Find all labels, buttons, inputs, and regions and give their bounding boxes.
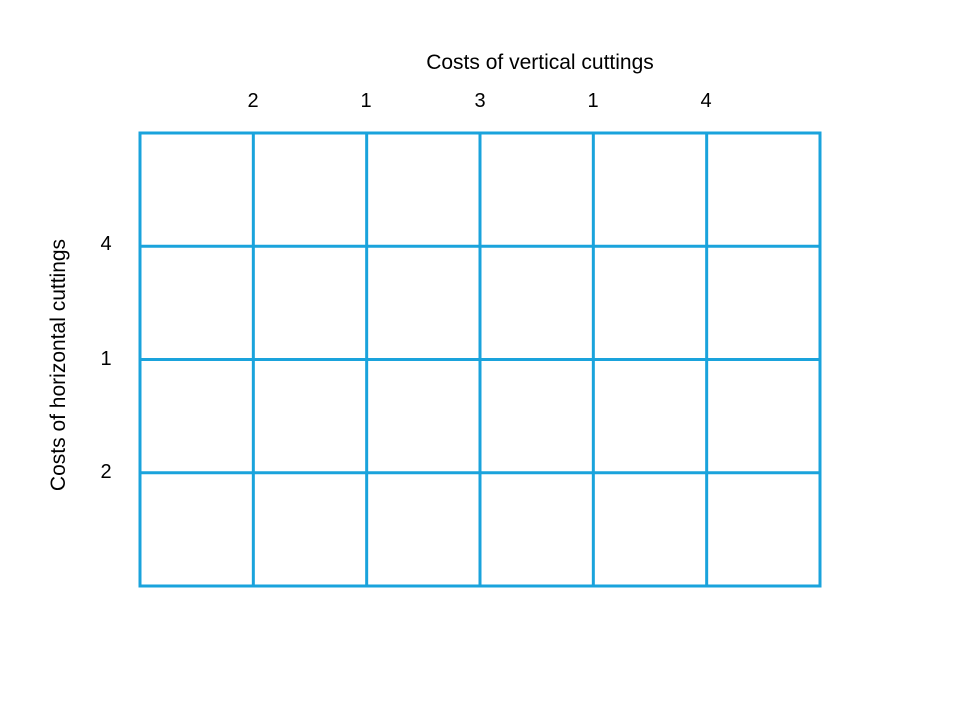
- horizontal-cost-label: 4: [100, 233, 112, 255]
- horizontal-cost-label: 2: [100, 461, 112, 483]
- vertical-cost-label: 1: [360, 90, 372, 112]
- vertical-cost-label: 2: [247, 90, 259, 112]
- vertical-cost-label: 4: [700, 90, 712, 112]
- horizontal-cost-label: 1: [100, 348, 112, 370]
- vertical-cost-label: 3: [474, 90, 486, 112]
- vertical-cuttings-title: Costs of vertical cuttings: [426, 51, 654, 74]
- vertical-cost-label: 1: [587, 90, 599, 112]
